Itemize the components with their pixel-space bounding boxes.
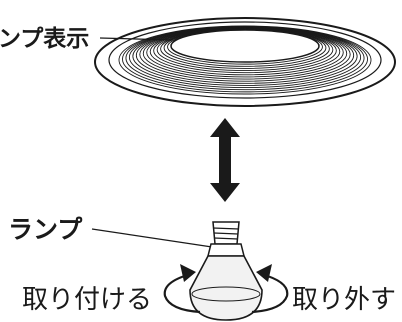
install-label: 取り付ける bbox=[22, 285, 152, 315]
lamp-label: ランプ bbox=[8, 215, 83, 244]
downlight-fixture bbox=[94, 17, 396, 107]
lamp-indicator-leader bbox=[99, 37, 173, 41]
rotate-left-arrow-icon bbox=[163, 264, 201, 314]
remove-label: 取り外す bbox=[292, 285, 396, 315]
lamp-bulb bbox=[189, 221, 263, 321]
lamp-leader bbox=[91, 228, 213, 248]
rotate-right-arrow-icon bbox=[251, 264, 289, 314]
double-headed-arrow-icon bbox=[210, 118, 240, 202]
lamp-indicator-label: ンプ表示 bbox=[0, 26, 89, 52]
